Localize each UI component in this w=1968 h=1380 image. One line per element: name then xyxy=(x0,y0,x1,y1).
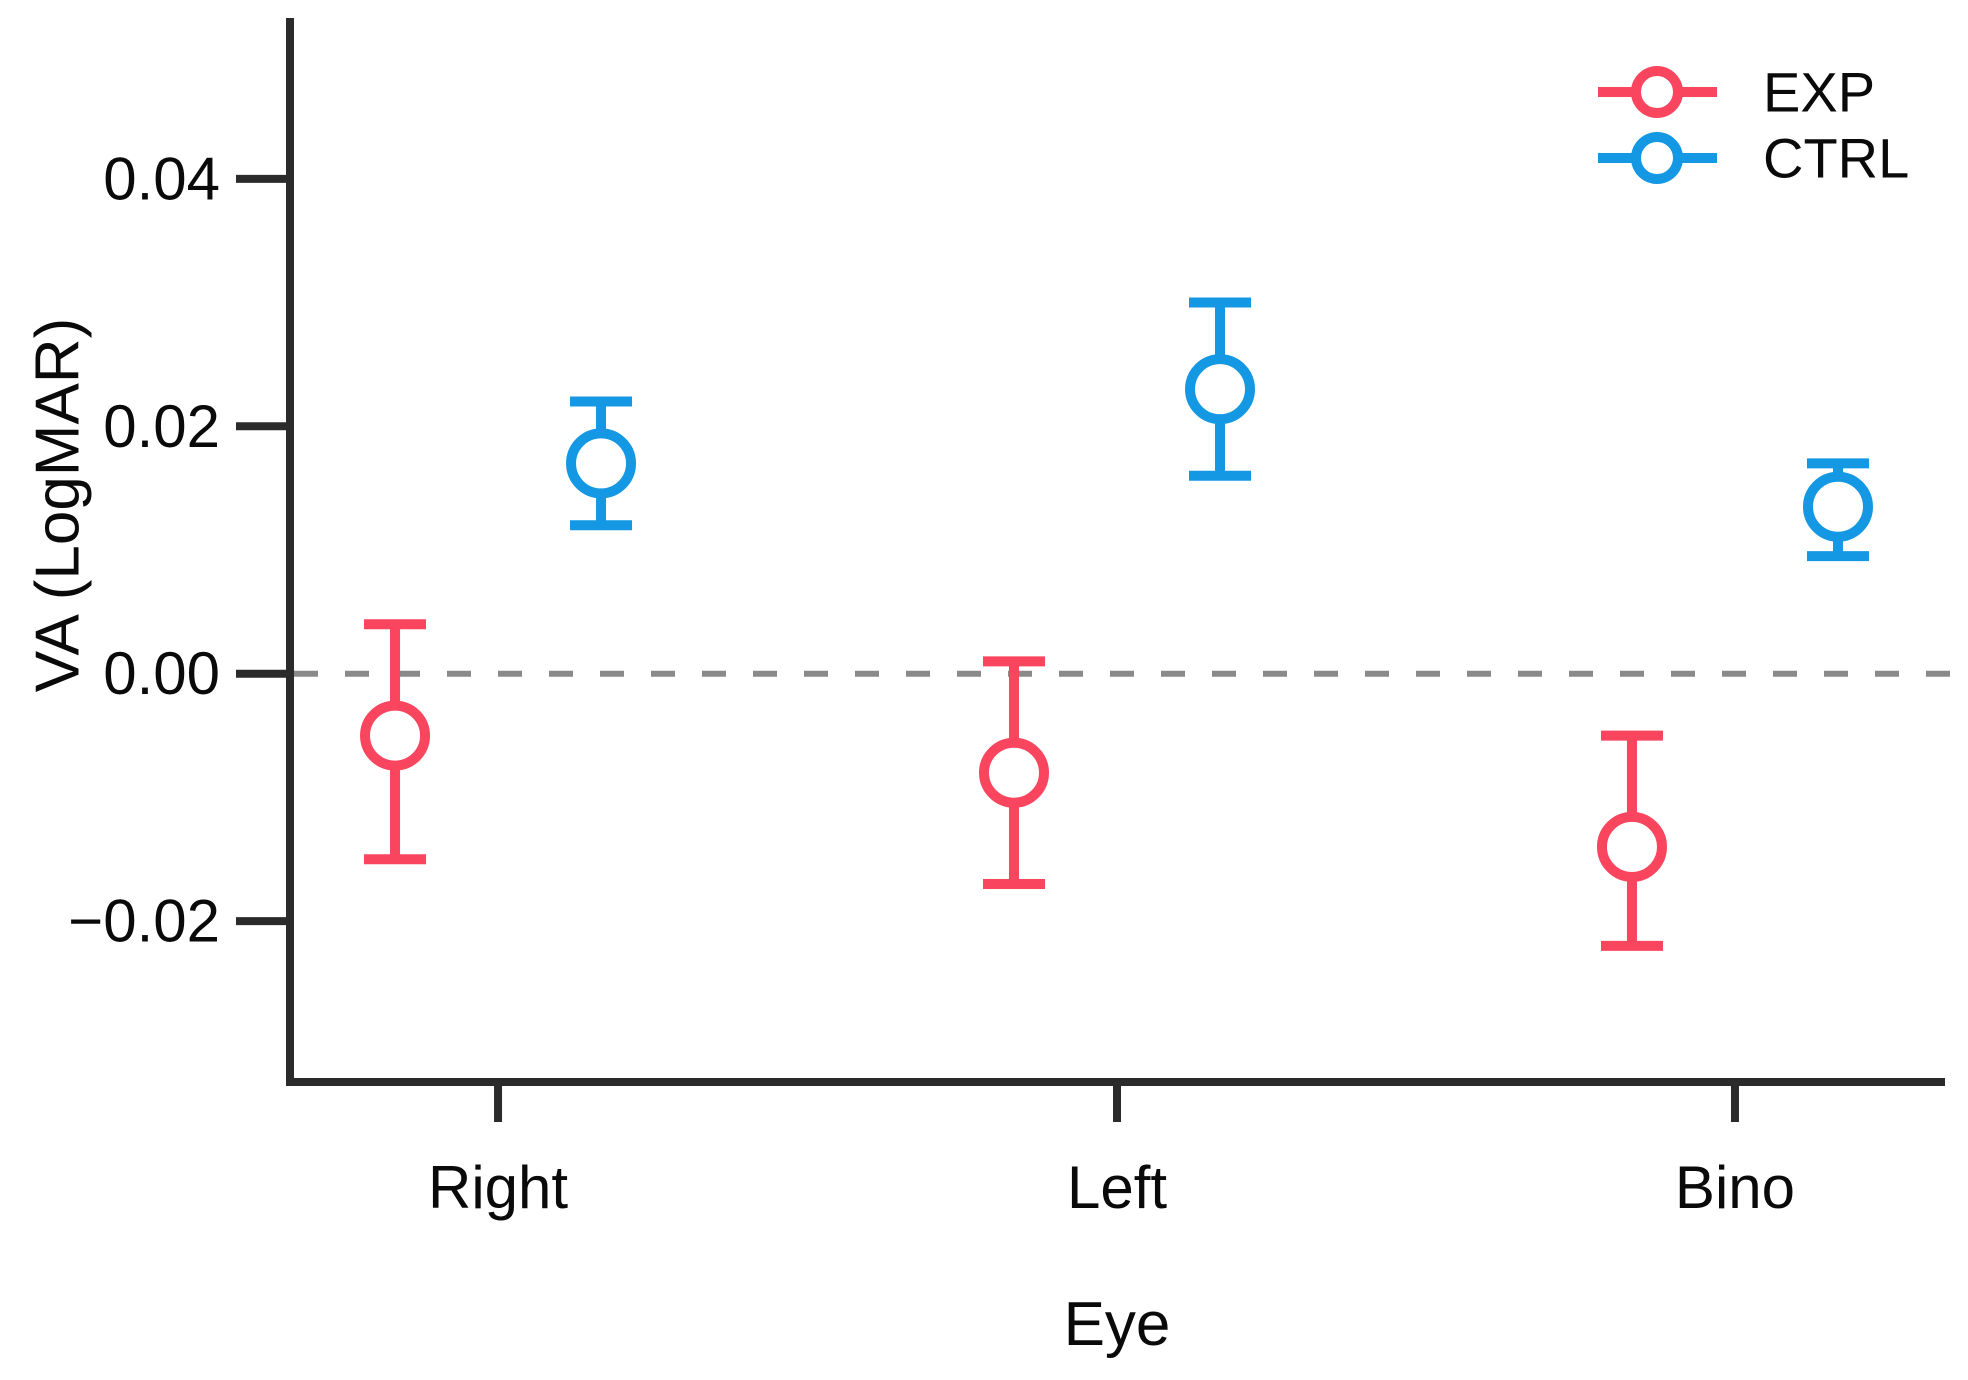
legend-item-ctrl: CTRL xyxy=(1598,127,1909,190)
data-point-ctrl-bino xyxy=(1802,458,1873,562)
y-tick-label-−0.02: −0.02 xyxy=(68,888,220,955)
mean-marker xyxy=(1802,471,1873,542)
legend-label-ctrl: CTRL xyxy=(1763,127,1909,190)
legend-marker-circle xyxy=(1631,66,1683,118)
x-tick-label-right: Right xyxy=(428,1154,568,1221)
mean-marker xyxy=(566,428,637,499)
data-point-exp-left xyxy=(979,656,1050,890)
mean-marker xyxy=(1596,811,1667,882)
legend-marker-circle xyxy=(1631,132,1683,184)
data-point-exp-right xyxy=(360,619,431,865)
y-tick-label-0.02: 0.02 xyxy=(103,393,220,460)
mean-marker xyxy=(360,700,431,771)
mean-marker xyxy=(1185,354,1256,425)
x-axis-title: Eye xyxy=(1064,1290,1171,1359)
data-point-ctrl-right xyxy=(566,396,637,531)
y-axis-title: VA (LogMAR) xyxy=(24,318,93,692)
x-tick-label-bino: Bino xyxy=(1675,1154,1795,1221)
data-point-ctrl-left xyxy=(1185,297,1256,481)
mean-marker xyxy=(979,737,1050,808)
y-tick-label-0.04: 0.04 xyxy=(103,145,220,212)
y-tick-label-0.00: 0.00 xyxy=(103,640,220,707)
x-tick-label-left: Left xyxy=(1067,1154,1167,1221)
legend-label-exp: EXP xyxy=(1763,61,1875,124)
data-point-exp-bino xyxy=(1596,730,1667,951)
legend-item-exp: EXP xyxy=(1598,61,1875,124)
